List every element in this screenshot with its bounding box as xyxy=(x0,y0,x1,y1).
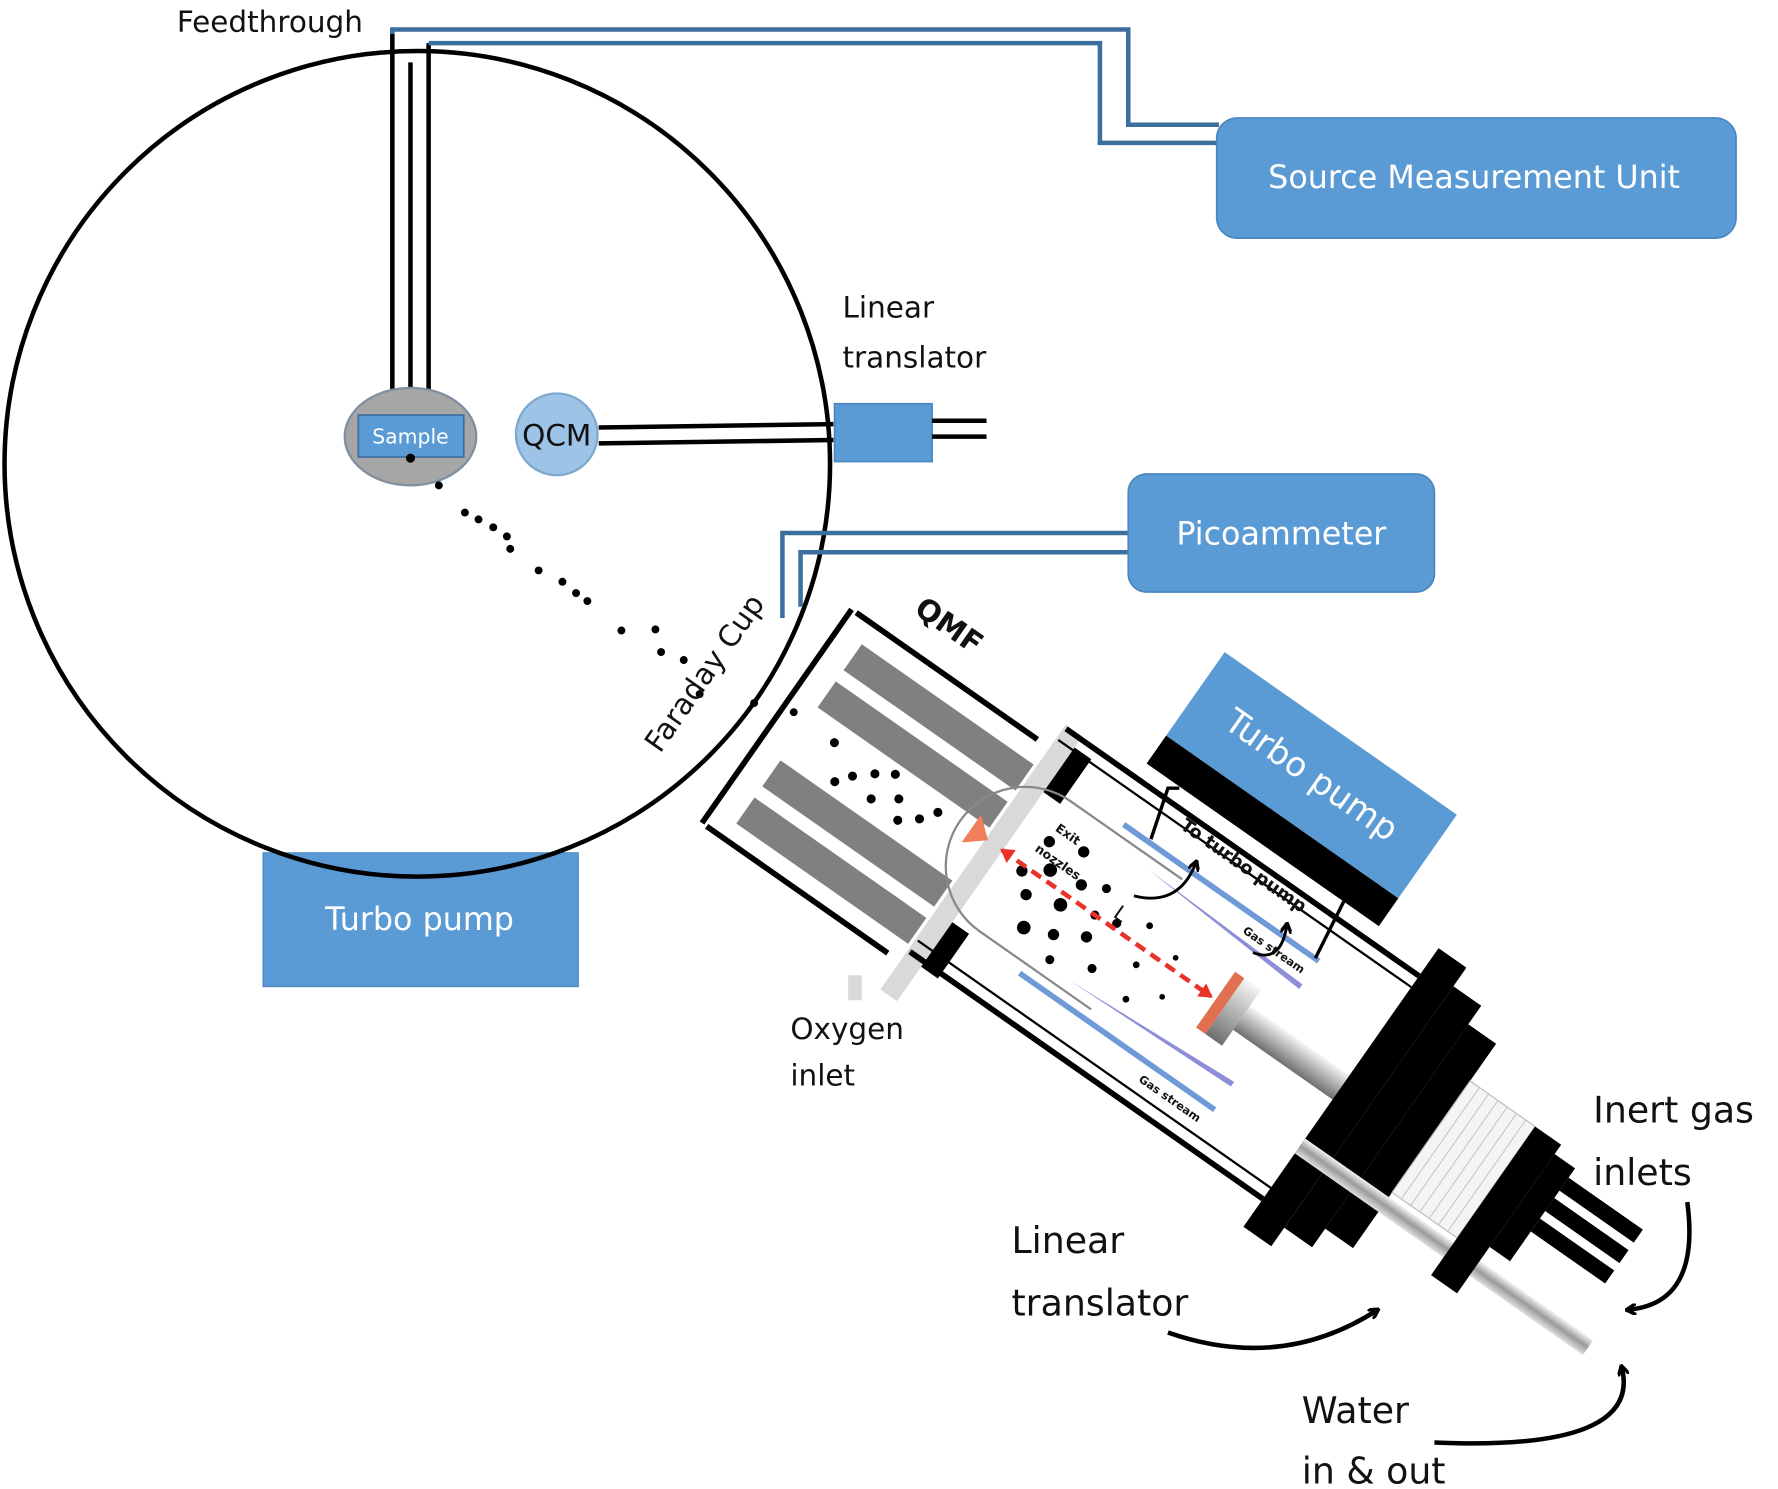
source-pump-connection xyxy=(1149,786,1346,960)
water-arrow-icon xyxy=(1434,1367,1623,1446)
top-linear-translator-line1: Linear xyxy=(843,291,935,325)
pump-flow-arrows xyxy=(1133,862,1287,957)
smu-label: Source Measurement Unit xyxy=(1268,160,1680,196)
top-linear-translator-line2: translator xyxy=(843,340,988,374)
inert-gas-callout: Inert gas inlets xyxy=(1593,1089,1754,1310)
chamber-turbo-pump-label: Turbo pump xyxy=(324,902,514,938)
cluster-beam-dots xyxy=(434,481,798,717)
bottom-linear-translator-line2: translator xyxy=(1011,1281,1188,1324)
feedthrough-label: Feedthrough xyxy=(177,5,363,39)
picoammeter-label: Picoammeter xyxy=(1176,516,1387,552)
source-measurement-unit: Source Measurement Unit xyxy=(1215,117,1737,239)
deposition-chamber xyxy=(2,48,833,879)
bottom-linear-translator-callout: Linear translator xyxy=(1011,1219,1378,1351)
picoammeter-cable xyxy=(780,530,1129,619)
inert-gas-line2: inlets xyxy=(1593,1151,1692,1194)
qcm-label: QCM xyxy=(522,419,591,453)
chamber-turbo-pump: Turbo pump xyxy=(262,852,579,988)
oxygen-inlet-line1: Oxygen xyxy=(790,1012,904,1046)
bottom-linear-translator-line1: Linear xyxy=(1011,1219,1124,1262)
qmf-label: QMF xyxy=(909,590,990,661)
water-line2: in & out xyxy=(1302,1449,1446,1489)
linear-translator-arrow-icon xyxy=(1167,1310,1378,1351)
picoammeter: Picoammeter xyxy=(1127,473,1436,593)
exit-nozzles-line1: Exit xyxy=(1053,820,1084,848)
sample-holder: Sample xyxy=(343,386,478,487)
oxygen-inlet-line2: inlet xyxy=(790,1058,855,1092)
qmf-assembly xyxy=(699,607,1092,1002)
faraday-cup-label: Faraday Cup xyxy=(638,588,771,758)
source-turbo-pump: Turbo pump xyxy=(1146,652,1457,927)
water-callout: Water in & out xyxy=(1302,1367,1624,1489)
feedthrough-wires xyxy=(390,34,431,392)
sample-label: Sample xyxy=(372,424,449,448)
oxygen-inlet: Oxygen inlet xyxy=(790,975,904,1092)
qcm: QCM xyxy=(514,392,834,477)
water-line1: Water xyxy=(1302,1389,1409,1432)
cluster-particles xyxy=(1016,836,1179,1003)
inert-gas-line1: Inert gas xyxy=(1593,1089,1754,1132)
inert-gas-arrow-icon xyxy=(1627,1201,1692,1310)
top-linear-translator: Linear translator xyxy=(833,291,988,463)
smu-cable xyxy=(390,27,1219,146)
